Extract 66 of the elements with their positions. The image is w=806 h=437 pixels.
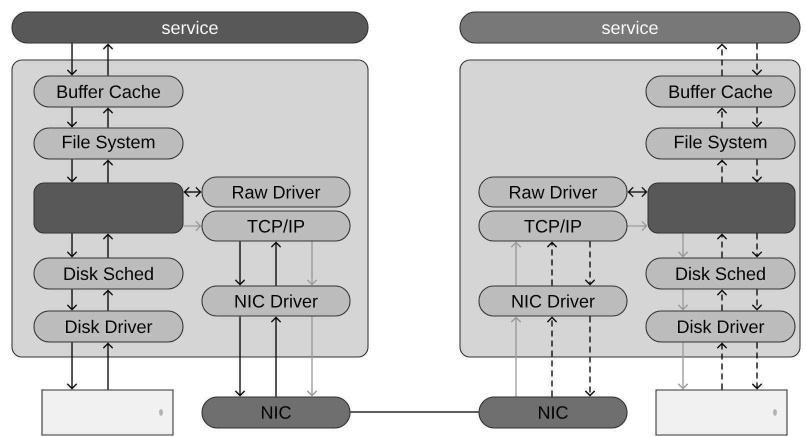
arrow: [66, 290, 78, 310]
arrow: [66, 108, 78, 128]
arrow: [716, 342, 728, 390]
arrow: [546, 316, 558, 396]
arrow: [584, 316, 596, 396]
layer-box: Raw Driver: [201, 176, 351, 208]
nic-box: NIC: [478, 396, 628, 429]
arrow: [678, 234, 688, 258]
connection-line: [350, 411, 478, 413]
arrow: [270, 316, 282, 396]
arrow: [102, 160, 114, 182]
arrow: [66, 342, 78, 390]
layer-box: NIC Driver: [201, 285, 351, 317]
arrow: [234, 316, 246, 396]
arrow: [184, 186, 202, 198]
layer-box: Disk Sched: [33, 257, 184, 290]
arrow: [546, 242, 558, 286]
arrow: [752, 160, 762, 182]
layer-box: Buffer Cache: [33, 75, 184, 108]
module-box: [647, 182, 796, 234]
arrow: [752, 342, 762, 390]
arrow: [66, 234, 78, 258]
arrow: [716, 108, 728, 128]
service-bar: service: [11, 11, 369, 44]
arrow: [184, 220, 202, 232]
arrow: [270, 242, 282, 286]
arrow: [66, 160, 78, 182]
nic-box: NIC: [201, 396, 351, 429]
arrow: [628, 220, 648, 232]
layer-box: Buffer Cache: [645, 75, 796, 108]
layer-box: Raw Driver: [478, 176, 628, 208]
layer-box: TCP/IP: [201, 210, 351, 242]
arrow: [716, 234, 728, 258]
arrow: [678, 342, 688, 390]
arrow: [716, 44, 728, 76]
service-bar: service: [459, 11, 801, 44]
arrow: [678, 290, 688, 310]
arrow: [752, 108, 762, 128]
disk-drawing: [41, 389, 174, 436]
arrow: [102, 342, 114, 390]
arrow: [234, 242, 246, 286]
arrow: [752, 234, 762, 258]
arrow: [510, 242, 522, 286]
layer-box: Disk Sched: [645, 257, 796, 290]
arrow: [102, 290, 114, 310]
arrow: [716, 290, 728, 310]
disk-drawing: [655, 389, 788, 436]
layer-box: File System: [645, 127, 796, 160]
layer-box: TCP/IP: [478, 210, 628, 242]
arrow: [584, 242, 596, 286]
arrow: [752, 44, 762, 76]
arrow: [752, 290, 762, 310]
arrow: [306, 242, 318, 286]
layer-box: Disk Driver: [645, 310, 796, 343]
arrow: [66, 44, 78, 76]
arrow: [102, 44, 114, 76]
arrow: [102, 108, 114, 128]
arrow: [510, 316, 522, 396]
layer-box: File System: [33, 127, 184, 160]
arrow: [306, 316, 318, 396]
module-box: [33, 182, 184, 234]
layer-box: Disk Driver: [33, 310, 184, 343]
arrow: [628, 186, 648, 198]
layer-box: NIC Driver: [478, 285, 628, 317]
arrow: [102, 234, 114, 258]
arrow: [716, 160, 728, 182]
